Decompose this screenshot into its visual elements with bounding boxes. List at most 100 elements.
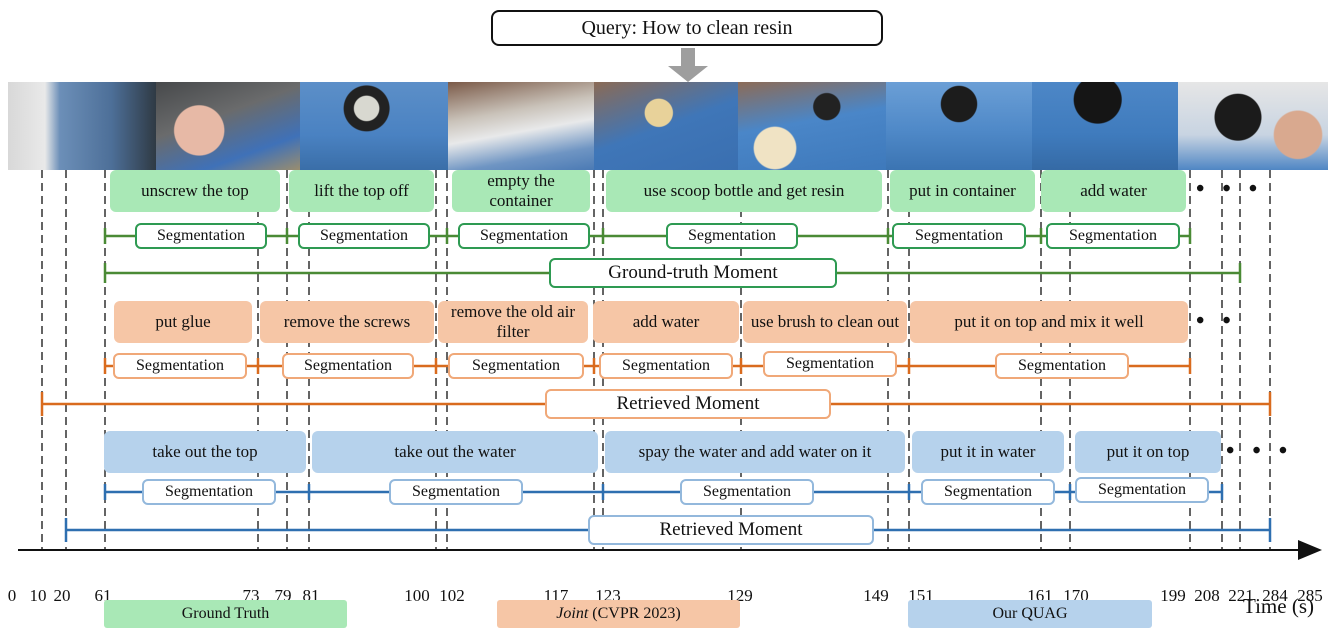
ours-segmentation-5: Segmentation: [1075, 477, 1209, 503]
ours-caption-text: put it on top: [1106, 442, 1190, 461]
video-frame-2: [156, 82, 300, 170]
segmentation-label: Segmentation: [786, 355, 874, 372]
gt-segment-line: [103, 228, 1192, 244]
gt-caption-text: use scoop bottle and get resin: [643, 181, 845, 200]
segmentation-label: Segmentation: [622, 357, 710, 374]
segmentation-label: Segmentation: [165, 483, 253, 500]
joint-segmentation-6: Segmentation: [995, 353, 1129, 379]
gt-segmentation-6: Segmentation: [1046, 223, 1180, 249]
segmentation-label: Segmentation: [1069, 227, 1157, 244]
ours-segmentation-3: Segmentation: [680, 479, 814, 505]
joint-retrieved-moment: Retrieved Moment: [545, 389, 831, 419]
query-box: Query: How to clean resin: [491, 10, 883, 46]
gt-caption-3: empty the container: [452, 170, 590, 212]
query-text: Query: How to clean resin: [581, 16, 793, 39]
ours-caption-text: take out the water: [394, 442, 516, 461]
joint-caption-4: add water: [593, 301, 739, 343]
segmentation-label: Segmentation: [320, 227, 408, 244]
segmentation-label: Segmentation: [412, 483, 500, 500]
video-frame-1: [8, 82, 156, 170]
joint-caption-text: add water: [632, 312, 700, 331]
gt-ellipsis: • • •: [1196, 176, 1264, 202]
joint-ellipsis: • •: [1196, 308, 1237, 334]
joint-segmentation-3: Segmentation: [448, 353, 584, 379]
joint-caption-text: remove the screws: [283, 312, 411, 331]
tick-label: 20: [53, 586, 71, 605]
legend-label-rest: (CVPR 2023): [588, 605, 681, 622]
video-frame-3: [300, 82, 448, 170]
axis-label: Time (s): [1243, 594, 1314, 618]
segmentation-label: Segmentation: [1018, 357, 1106, 374]
ours-segmentation-2: Segmentation: [389, 479, 523, 505]
tick-label: 0: [7, 586, 17, 605]
moment-label: Ground-truth Moment: [608, 262, 778, 283]
joint-segmentation-1: Segmentation: [113, 353, 247, 379]
ours-retrieved-moment: Retrieved Moment: [588, 515, 874, 545]
joint-caption-5: use brush to clean out: [743, 301, 907, 343]
gt-caption-text: put in container: [909, 181, 1016, 200]
joint-caption-6: put it on top and mix it well: [910, 301, 1188, 343]
gt-caption-5: put in container: [890, 170, 1035, 212]
video-frame-6: [738, 82, 886, 170]
legend-label: Our QUAG: [992, 605, 1068, 622]
segmentation-label: Segmentation: [688, 227, 776, 244]
legend-label: Ground Truth: [181, 605, 270, 622]
ours-caption-5: put it on top: [1075, 431, 1221, 473]
gt-caption-text: lift the top off: [314, 181, 409, 200]
tick-label: 285: [1297, 586, 1323, 605]
joint-caption-text: remove the old air filter: [450, 302, 576, 341]
gt-segmentation-2: Segmentation: [298, 223, 430, 249]
gt-caption-4: use scoop bottle and get resin: [606, 170, 882, 212]
gt-segmentation-4: Segmentation: [666, 223, 798, 249]
ours-ellipsis: • • •: [1226, 438, 1294, 464]
down-arrow-icon: [668, 48, 708, 82]
tick-label: 102: [439, 586, 465, 605]
tick-label: 221: [1228, 586, 1254, 605]
tick-label: 208: [1194, 586, 1220, 605]
video-frame-8: [1032, 82, 1178, 170]
gt-segmentation-1: Segmentation: [135, 223, 267, 249]
joint-caption-1: put glue: [114, 301, 252, 343]
tick-label: 10: [29, 586, 47, 605]
gt-segmentation-3: Segmentation: [458, 223, 590, 249]
ours-caption-2: take out the water: [312, 431, 598, 473]
joint-caption-text: use brush to clean out: [750, 312, 900, 331]
segmentation-label: Segmentation: [944, 483, 1032, 500]
legend-joint: Joint (CVPR 2023): [497, 600, 740, 628]
video-frame-7: [886, 82, 1032, 170]
tick-label: 284: [1262, 586, 1288, 605]
gt-caption-1: unscrew the top: [110, 170, 280, 212]
ours-segmentation-1: Segmentation: [142, 479, 276, 505]
gt-caption-text: unscrew the top: [141, 181, 249, 200]
segmentation-label: Segmentation: [480, 227, 568, 244]
gt-caption-text: add water: [1080, 181, 1147, 200]
ours-caption-text: spay the water and add water on it: [638, 442, 872, 461]
ours-caption-1: take out the top: [104, 431, 306, 473]
ours-caption-text: take out the top: [152, 442, 258, 461]
moment-label: Retrieved Moment: [659, 519, 803, 540]
legend-label-italic: Joint: [556, 605, 589, 622]
gt-caption-6: add water: [1041, 170, 1186, 212]
joint-caption-text: put it on top and mix it well: [954, 312, 1144, 331]
video-frame-9: [1178, 82, 1328, 170]
tick-label: 100: [404, 586, 430, 605]
segmentation-label: Segmentation: [136, 357, 224, 374]
ours-segmentation-4: Segmentation: [921, 479, 1055, 505]
tick-label: 199: [1160, 586, 1186, 605]
segmentation-label: Segmentation: [703, 483, 791, 500]
moment-label: Retrieved Moment: [616, 393, 760, 414]
ground-truth-moment: Ground-truth Moment: [549, 258, 837, 288]
joint-segmentation-5: Segmentation: [763, 351, 897, 377]
ours-caption-3: spay the water and add water on it: [605, 431, 905, 473]
video-frame-4: [448, 82, 594, 170]
gt-caption-2: lift the top off: [289, 170, 434, 212]
video-frame-5: [594, 82, 738, 170]
tick-label: 149: [863, 586, 889, 605]
segmentation-label: Segmentation: [915, 227, 1003, 244]
joint-segmentation-4: Segmentation: [599, 353, 733, 379]
segmentation-label: Segmentation: [472, 357, 560, 374]
gt-caption-text: empty the container: [487, 171, 555, 210]
segmentation-label: Segmentation: [1098, 481, 1186, 498]
joint-caption-3: remove the old air filter: [438, 301, 588, 343]
ours-caption-4: put it in water: [912, 431, 1064, 473]
